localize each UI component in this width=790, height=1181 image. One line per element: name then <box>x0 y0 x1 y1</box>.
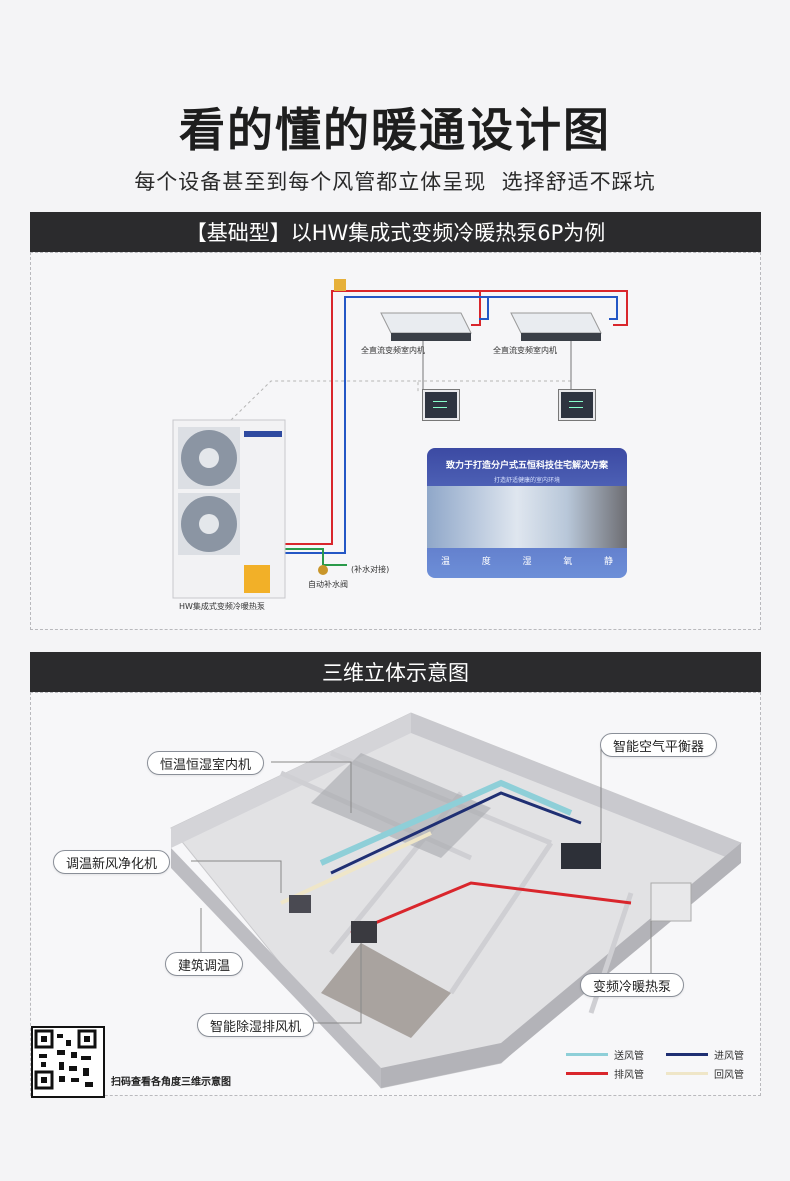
leader-dehumidify <box>311 943 362 1024</box>
thermostat-right[interactable] <box>559 390 595 420</box>
return-duct <box>280 831 432 905</box>
page-title: 看的懂的暖通设计图 <box>179 103 611 157</box>
legend-swatch-exhaust <box>566 1072 608 1075</box>
promo-icon-2: 度 <box>481 557 491 567</box>
callout-dehumidify: 智能除湿排风机 <box>197 1013 315 1037</box>
legend-label-supply: 送风管 <box>614 1051 644 1062</box>
legend-swatch-supply <box>566 1053 608 1056</box>
signal-line-left <box>230 380 419 421</box>
indoor-unit-right <box>510 312 602 341</box>
section2-title: 三维立体示意图 <box>322 661 469 685</box>
promo-card[interactable]: 致力于打造分户式五恒科技住宅解决方案 打造舒适健康的室内环境 温 度 湿 氧 静 <box>427 448 627 578</box>
leader-indoor <box>271 761 352 813</box>
promo-icon-3: 湿 <box>522 557 532 567</box>
back-wall-left <box>171 713 411 848</box>
indoor-unit-left-label: 全直流变频室内机 <box>361 346 425 355</box>
legend-swatch-return <box>666 1072 708 1075</box>
legend-label-return: 回风管 <box>714 1070 744 1081</box>
promo-icon-1: 温 <box>441 557 451 567</box>
indoor-unit-right-label: 全直流变频室内机 <box>493 346 557 355</box>
callout-fresh-air: 调温新风净化机 <box>53 850 171 874</box>
leader-fresh-air <box>191 860 282 893</box>
legend-swatch-intake <box>666 1053 708 1056</box>
bedroom <box>321 943 451 1038</box>
promo-subtitle: 打造舒适健康的室内环境 <box>493 477 560 484</box>
callout-indoor-unit: 恒温恒湿室内机 <box>147 751 265 775</box>
exhaust-duct <box>350 881 632 935</box>
system-schematic-panel: 全直流变频室内机 全直流变频室内机 HW集成式变频冷暖热泵 自动补水阀 (补水对… <box>30 252 761 630</box>
indoor-unit-left <box>380 312 472 341</box>
supply-duct <box>319 779 573 866</box>
intake-duct <box>330 791 582 875</box>
front-wall-right <box>381 843 741 1088</box>
section1-header-bar: 【基础型】以HW集成式变频冷暖热泵6P为例 <box>30 212 761 252</box>
makeup-water-pipe <box>281 548 324 565</box>
callout-heat-pump: 变频冷暖热泵 <box>580 973 685 997</box>
heat-pump-unit <box>650 882 692 922</box>
dehumidifier-unit <box>351 921 377 943</box>
living-room <box>311 753 491 858</box>
callout-building-temp: 建筑调温 <box>165 952 244 976</box>
promo-icon-4: 氧 <box>563 557 573 567</box>
section1-title: 【基础型】以HW集成式变频冷暖热泵6P为例 <box>185 221 606 245</box>
air-vent-valve <box>334 279 346 291</box>
callout-air-balancer: 智能空气平衡器 <box>600 733 718 757</box>
promo-icon-row: 温 度 湿 氧 静 <box>441 554 613 567</box>
3d-view-panel: 恒温恒湿室内机 调温新风净化机 建筑调温 智能除湿排风机 智能空气平衡器 变频冷… <box>30 692 761 1098</box>
qr-code[interactable] <box>31 1026 105 1098</box>
auto-makeup-valve <box>318 565 328 575</box>
page-subtitle: 每个设备甚至到每个风管都立体呈现 选择舒适不踩坑 <box>134 170 656 194</box>
front-wall-left <box>171 848 381 1088</box>
legend-label-exhaust: 排风管 <box>614 1070 644 1081</box>
promo-icon-5: 静 <box>603 557 613 567</box>
outdoor-unit-label: HW集成式变频冷暖热泵 <box>179 602 265 611</box>
water-supply-label: (补水对接) <box>351 565 390 574</box>
back-wall-right <box>411 713 741 863</box>
thermostat-left[interactable] <box>423 390 459 420</box>
legend-label-intake: 进风管 <box>714 1051 744 1062</box>
air-balancer-unit <box>561 843 601 869</box>
valve-label: 自动补水阀 <box>308 580 348 589</box>
promo-photo <box>427 486 627 548</box>
cold-return-pipe <box>281 296 618 554</box>
promo-title: 致力于打造分户式五恒科技住宅解决方案 <box>445 461 608 471</box>
qr-code-pattern <box>34 1029 97 1090</box>
hot-branch-pipe <box>471 291 481 326</box>
piping-diagram <box>172 279 628 599</box>
isometric-house <box>170 712 742 1089</box>
fresh-air-unit <box>289 895 311 913</box>
outdoor-heat-pump-unit <box>172 419 286 599</box>
qr-caption: 扫码查看各角度三维示意图 <box>111 1077 231 1088</box>
cold-branch-pipe <box>479 297 489 320</box>
section2-header-bar: 三维立体示意图 <box>30 652 761 692</box>
